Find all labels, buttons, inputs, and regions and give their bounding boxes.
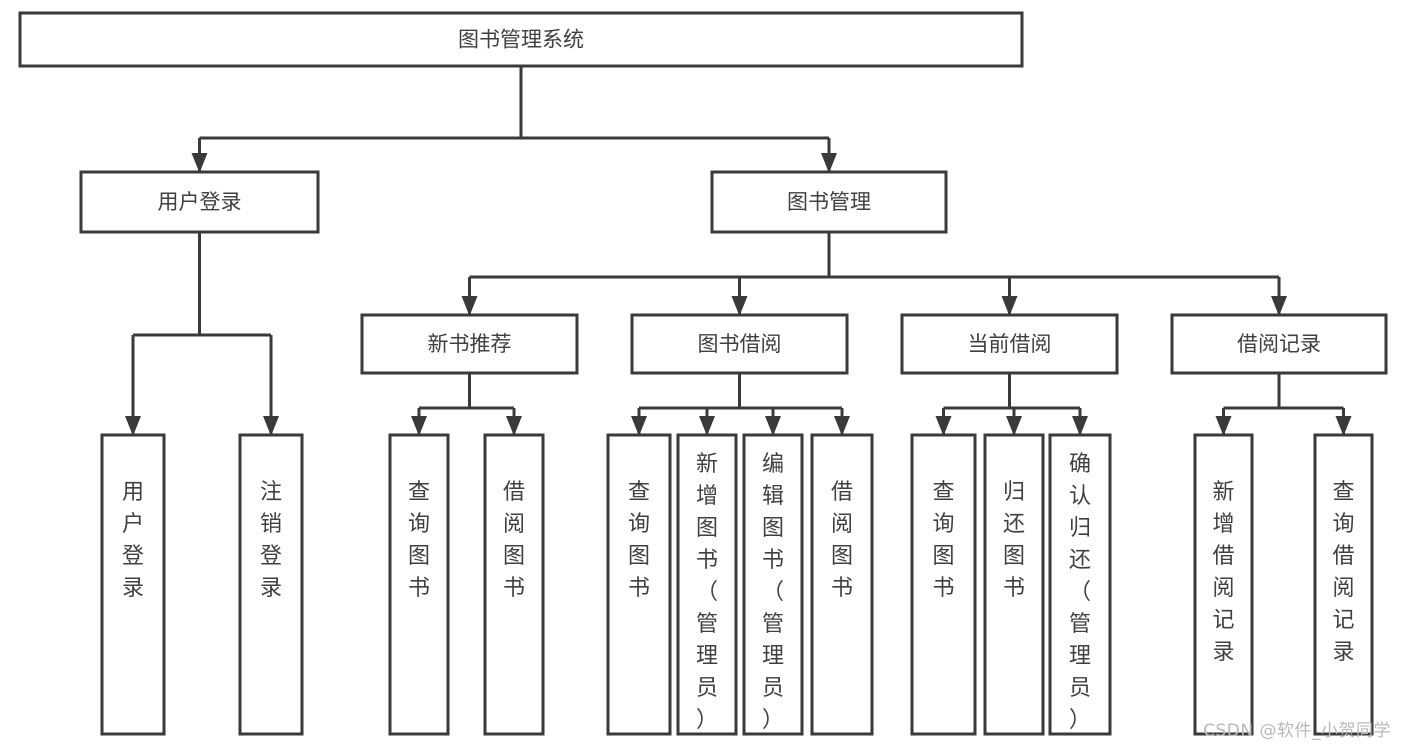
arrow-head-icon	[731, 296, 748, 316]
node-leaf-query-book-3[interactable]: 查询图书	[910, 433, 977, 736]
node-box-leaf-borrow-book-2	[810, 433, 874, 736]
arrow-head-icon	[821, 153, 837, 173]
node-root[interactable]: 图书管理系统	[18, 11, 1024, 68]
node-label-current-borrow: 当前借阅	[968, 332, 1052, 356]
node-box-borrow-record	[1170, 313, 1388, 375]
node-box-leaf-borrow-book-1	[483, 433, 545, 736]
node-label-leaf-return-book: 归还图书	[1003, 480, 1025, 601]
node-box-book-manage	[710, 170, 948, 234]
node-leaf-return-book[interactable]: 归还图书	[983, 433, 1045, 736]
arrow-head-icon	[1001, 296, 1018, 316]
node-new-book-recommend[interactable]: 新书推荐	[360, 313, 579, 375]
connectors-layer	[125, 66, 1352, 436]
node-book-borrow[interactable]: 图书借阅	[630, 313, 849, 375]
node-label-book-borrow: 图书借阅	[698, 332, 782, 356]
arrow-head-icon	[263, 416, 279, 436]
node-box-leaf-user-login	[100, 433, 166, 736]
arrow-head-icon	[1271, 296, 1287, 316]
node-box-leaf-add-record	[1193, 433, 1254, 736]
node-label-leaf-query-book-1: 查询图书	[408, 480, 430, 601]
node-label-leaf-query-book-2: 查询图书	[628, 480, 650, 601]
arrow-head-icon	[699, 416, 715, 436]
node-label-leaf-user-logout: 注销登录	[260, 480, 282, 601]
arrow-head-icon	[461, 296, 478, 316]
node-box-leaf-query-book-2	[606, 433, 672, 736]
node-label-leaf-edit-book: 编辑图书（管理员）	[762, 452, 784, 733]
node-leaf-borrow-book-2[interactable]: 借阅图书	[810, 433, 874, 736]
node-leaf-query-book-1[interactable]: 查询图书	[388, 433, 450, 736]
node-current-borrow[interactable]: 当前借阅	[900, 313, 1119, 375]
node-leaf-user-logout[interactable]: 注销登录	[238, 433, 304, 736]
node-label-leaf-query-record: 查询借阅记录	[1332, 480, 1354, 665]
arrow-head-icon	[191, 153, 208, 173]
connector-edge-recommend-bus	[411, 373, 522, 436]
node-label-leaf-add-book: 新增图书（管理员）	[696, 452, 718, 733]
node-box-current-borrow	[900, 313, 1119, 375]
node-box-new-book-recommend	[360, 313, 579, 375]
node-box-leaf-confirm-return	[1048, 433, 1112, 736]
node-label-leaf-borrow-book-1: 借阅图书	[503, 480, 525, 601]
node-label-borrow-record: 借阅记录	[1237, 332, 1321, 356]
node-box-book-borrow	[630, 313, 849, 375]
node-leaf-edit-book[interactable]: 编辑图书（管理员）	[742, 433, 804, 736]
arrow-head-icon	[125, 416, 141, 436]
node-box-leaf-return-book	[983, 433, 1045, 736]
connector-edge-record-bus	[1215, 373, 1352, 436]
node-leaf-user-login[interactable]: 用户登录	[100, 433, 166, 736]
connector-edge-currborrow-bus	[935, 373, 1088, 436]
node-box-leaf-query-book-3	[910, 433, 977, 736]
node-leaf-query-book-2[interactable]: 查询图书	[606, 433, 672, 736]
node-box-root	[18, 11, 1024, 68]
node-box-leaf-query-record	[1313, 433, 1374, 736]
arrow-head-icon	[631, 416, 647, 436]
connector-edge-userlogin-bus	[125, 232, 279, 436]
node-box-leaf-edit-book	[742, 433, 804, 736]
arrow-head-icon	[411, 416, 427, 436]
node-label-leaf-confirm-return: 确认归还（管理员）	[1069, 452, 1091, 733]
node-box-leaf-query-book-1	[388, 433, 450, 736]
connector-edge-root-bus	[191, 66, 837, 173]
node-borrow-record[interactable]: 借阅记录	[1170, 313, 1388, 375]
node-leaf-borrow-book-1[interactable]: 借阅图书	[483, 433, 545, 736]
node-user-login[interactable]: 用户登录	[79, 170, 320, 234]
node-label-book-manage: 图书管理	[787, 190, 871, 214]
arrow-head-icon	[935, 416, 952, 436]
nodes-layer: 图书管理系统用户登录图书管理新书推荐图书借阅当前借阅借阅记录用户登录注销登录查询…	[18, 11, 1388, 736]
node-box-user-login	[79, 170, 320, 234]
node-leaf-confirm-return[interactable]: 确认归还（管理员）	[1048, 433, 1112, 736]
arrow-head-icon	[506, 416, 522, 436]
arrow-head-icon	[1072, 416, 1088, 436]
connector-edge-bookborrow-bus	[631, 373, 850, 436]
arrow-head-icon	[765, 416, 781, 436]
node-box-leaf-add-book	[676, 433, 738, 736]
node-label-root: 图书管理系统	[458, 28, 584, 52]
arrow-head-icon	[1215, 416, 1232, 436]
arrow-head-icon	[1335, 416, 1352, 436]
node-box-leaf-user-logout	[238, 433, 304, 736]
node-book-manage[interactable]: 图书管理	[710, 170, 948, 234]
arrow-head-icon	[1006, 416, 1022, 436]
node-label-user-login: 用户登录	[158, 190, 242, 214]
csdn-watermark: CSDN @软件_小贺同学	[1203, 721, 1391, 741]
node-leaf-query-record[interactable]: 查询借阅记录	[1313, 433, 1374, 736]
node-leaf-add-book[interactable]: 新增图书（管理员）	[676, 433, 738, 736]
connector-edge-bookmanage-bus	[461, 232, 1287, 316]
node-label-leaf-query-book-3: 查询图书	[932, 480, 954, 601]
node-leaf-add-record[interactable]: 新增借阅记录	[1193, 433, 1254, 736]
node-label-leaf-add-record: 新增借阅记录	[1212, 480, 1234, 665]
node-label-new-book-recommend: 新书推荐	[428, 332, 512, 356]
arrow-head-icon	[834, 416, 850, 436]
node-label-leaf-borrow-book-2: 借阅图书	[831, 480, 853, 601]
node-label-leaf-user-login: 用户登录	[122, 480, 144, 601]
